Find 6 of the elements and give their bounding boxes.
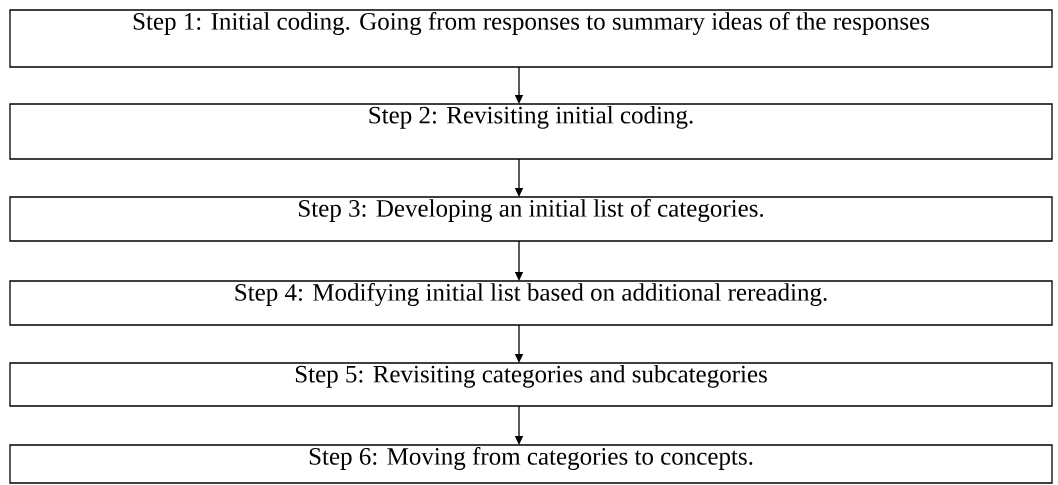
step-box: Step 2: Revisiting initial coding.: [9, 103, 1053, 160]
step-box: Step 6: Moving from categories to concepts.: [9, 444, 1053, 484]
step-box: Step 4: Modifying initial list based on additional rereading.: [9, 280, 1053, 326]
step-box: Step 5: Revisiting categories and subcategories: [9, 362, 1053, 407]
step-box: Step 1: Initial coding. Going from responses to summary ideas of the responses: [9, 9, 1053, 68]
step-box: Step 3: Developing an initial list of categories.: [9, 196, 1053, 242]
